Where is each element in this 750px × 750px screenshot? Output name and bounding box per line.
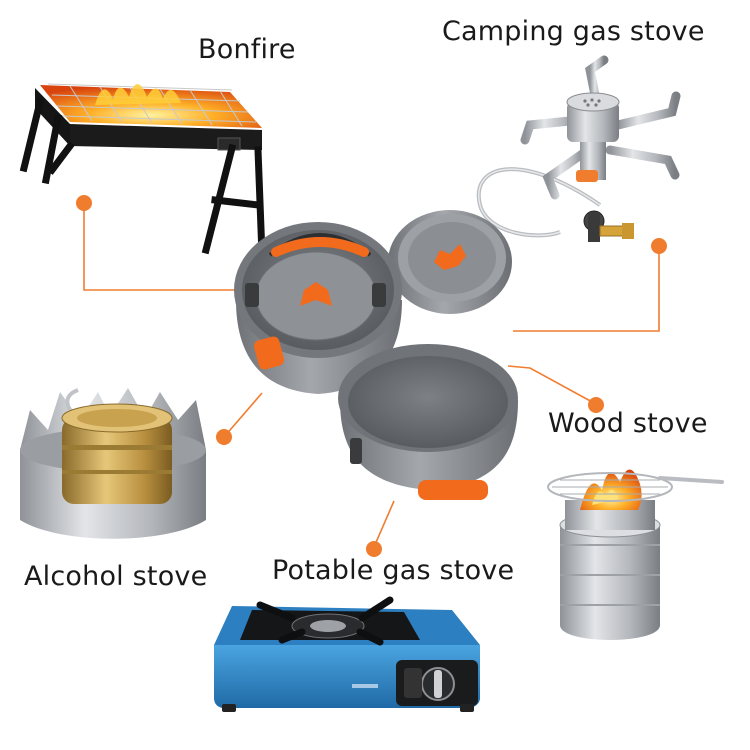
dot-potable-gas-stove <box>366 541 382 557</box>
label-potable-gas-stove: Potable gas stove <box>272 555 515 586</box>
potable-gas-stove-image <box>214 596 480 712</box>
dot-alcohol-stove <box>216 429 232 445</box>
connector-wood-stove <box>507 365 595 404</box>
bonfire-grill-image <box>19 83 266 259</box>
alcohol-stove-image <box>20 388 206 539</box>
connector-bonfire <box>83 203 236 291</box>
label-wood-stove: Wood stove <box>548 408 708 439</box>
connector-dots <box>76 195 667 557</box>
connector-alcohol-stove <box>223 392 263 438</box>
camping-gas-stove-image <box>476 55 681 242</box>
dot-camping-gas-stove <box>651 238 667 254</box>
label-alcohol-stove: Alcohol stove <box>24 561 208 592</box>
dot-bonfire <box>76 195 92 211</box>
label-camping-gas-stove: Camping gas stove <box>442 16 705 47</box>
dot-wood-stove <box>588 397 604 413</box>
connector-camping-gas-stove <box>513 246 660 332</box>
wood-stove-image <box>547 469 724 640</box>
cookware-set-image <box>234 210 518 500</box>
connector-lines <box>83 203 660 548</box>
connector-potable-gas-stove <box>373 500 395 548</box>
label-bonfire: Bonfire <box>198 34 296 65</box>
